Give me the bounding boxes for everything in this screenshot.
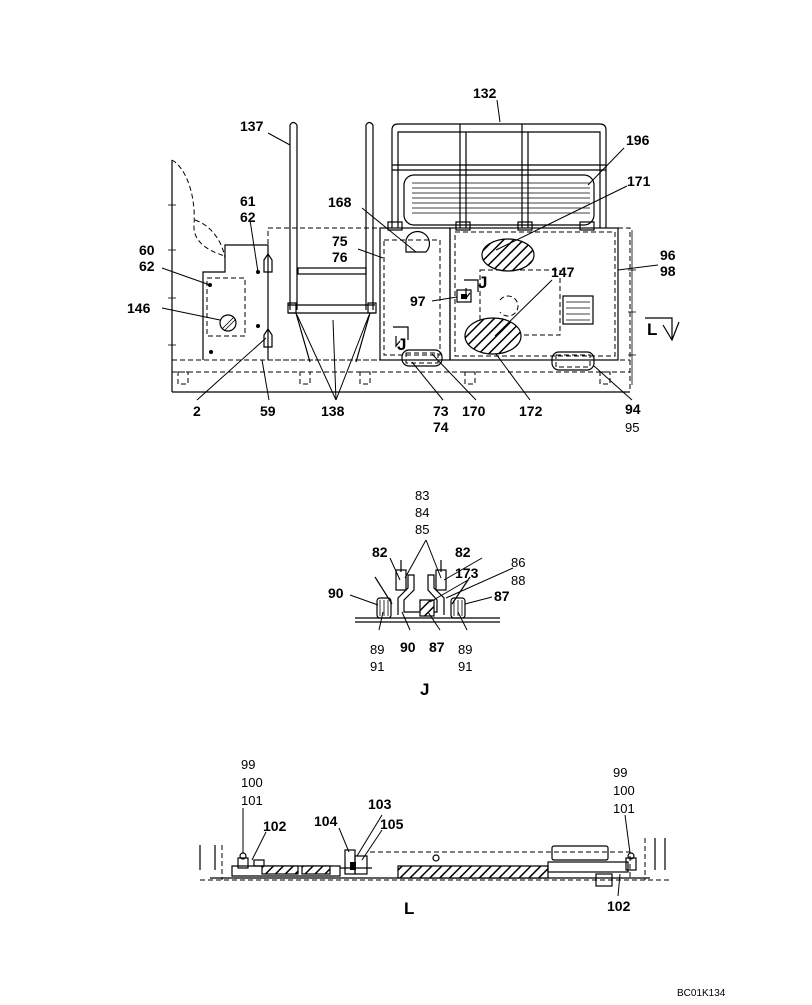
callout-101-right: 101 [613, 801, 635, 816]
callout-102-left: 102 [263, 818, 287, 834]
callout-2: 2 [193, 403, 201, 419]
view-marker-l: L [647, 320, 657, 339]
view-j-title: J [420, 680, 429, 699]
callout-87-right: 87 [494, 588, 510, 604]
callout-91-right: 91 [458, 659, 472, 674]
callout-132: 132 [473, 85, 497, 101]
callout-146: 146 [127, 300, 151, 316]
callout-103: 103 [368, 796, 392, 812]
view-marker-j: J [478, 273, 487, 292]
callout-62-left: 62 [139, 258, 155, 274]
callout-172: 172 [519, 403, 543, 419]
callout-85: 85 [415, 522, 429, 537]
callout-94: 94 [625, 401, 641, 417]
callout-59: 59 [260, 403, 276, 419]
view-marker-j-2: J [397, 335, 406, 354]
callout-76: 76 [332, 249, 348, 265]
callout-100-left: 100 [241, 775, 263, 790]
callout-99-left: 99 [241, 757, 255, 772]
main-view: 132 137 196 171 61 62 168 75 76 60 62 96… [127, 85, 680, 435]
callout-60: 60 [139, 242, 155, 258]
callout-91-left: 91 [370, 659, 384, 674]
callout-75: 75 [332, 233, 348, 249]
view-l-title: L [404, 899, 414, 918]
callout-84: 84 [415, 505, 429, 520]
callout-90-bottom: 90 [400, 639, 416, 655]
callout-61: 61 [240, 193, 256, 209]
callout-73: 73 [433, 403, 449, 419]
callout-173: 173 [455, 565, 479, 581]
callout-170: 170 [462, 403, 486, 419]
callout-62: 62 [240, 209, 256, 225]
callout-95: 95 [625, 420, 639, 435]
callout-168: 168 [328, 194, 352, 210]
callout-86: 86 [511, 555, 525, 570]
callout-82-left: 82 [372, 544, 388, 560]
callout-98: 98 [660, 263, 676, 279]
louver-vent [562, 295, 594, 325]
callout-99-right: 99 [613, 765, 627, 780]
callout-89-right: 89 [458, 642, 472, 657]
drawing-code: BC01K134 [677, 988, 726, 999]
callout-147: 147 [551, 264, 575, 280]
callout-96: 96 [660, 247, 676, 263]
guard-rail [387, 123, 607, 231]
callout-100-right: 100 [613, 783, 635, 798]
callout-101-left: 101 [241, 793, 263, 808]
callout-105: 105 [380, 816, 404, 832]
callout-102-right: 102 [607, 898, 631, 914]
callout-104: 104 [314, 813, 338, 829]
detail-view-l: 99 100 101 102 104 103 105 99 100 101 10… [199, 757, 670, 918]
callout-90-left: 90 [328, 585, 344, 601]
detail-view-j: 83 84 85 82 82 86 173 88 90 87 89 91 90 … [328, 488, 525, 699]
callout-87-bottom: 87 [429, 639, 445, 655]
callout-74: 74 [433, 419, 449, 435]
callout-137: 137 [240, 118, 264, 134]
callout-196: 196 [626, 132, 650, 148]
callout-83: 83 [415, 488, 429, 503]
callout-89-left: 89 [370, 642, 384, 657]
callout-82-right: 82 [455, 544, 471, 560]
callout-138: 138 [321, 403, 345, 419]
callout-171: 171 [627, 173, 651, 189]
callout-97: 97 [410, 293, 426, 309]
callout-88: 88 [511, 573, 525, 588]
